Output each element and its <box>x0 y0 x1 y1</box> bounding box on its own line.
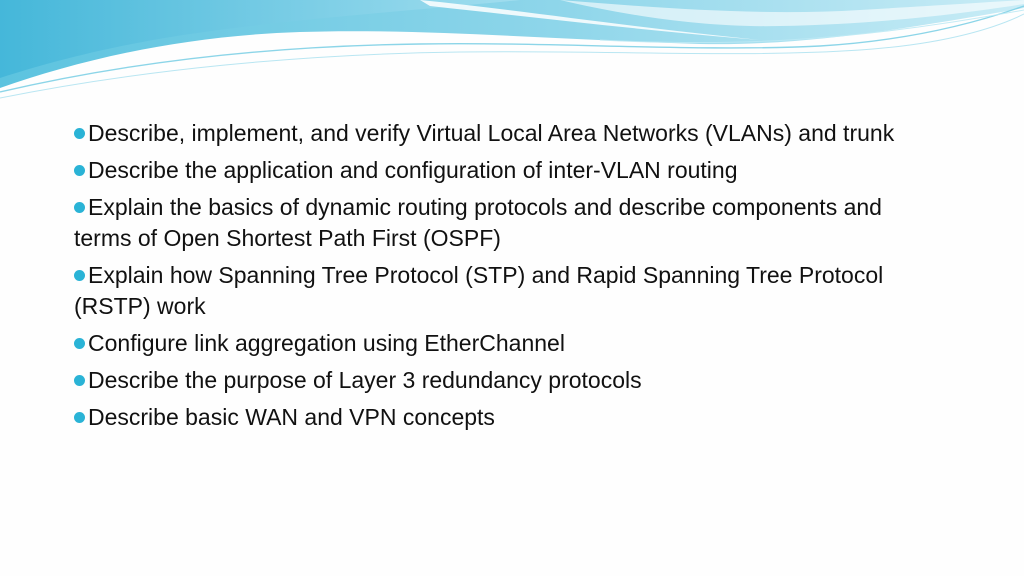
list-item: Explain how Spanning Tree Protocol (STP)… <box>74 260 944 322</box>
bullet-text: Explain the basics of dynamic routing pr… <box>74 194 882 251</box>
bullet-list: Describe, implement, and verify Virtual … <box>74 118 944 439</box>
list-item: Describe the application and configurati… <box>74 155 944 186</box>
bullet-text: Describe, implement, and verify Virtual … <box>88 120 895 146</box>
list-item: Describe, implement, and verify Virtual … <box>74 118 944 149</box>
list-item: Describe basic WAN and VPN concepts <box>74 402 944 433</box>
list-item: Configure link aggregation using EtherCh… <box>74 328 944 359</box>
list-item: Describe the purpose of Layer 3 redundan… <box>74 365 944 396</box>
header-wave-decoration <box>0 0 1024 99</box>
round-bullet-icon <box>74 375 85 386</box>
round-bullet-icon <box>74 128 85 139</box>
bullet-text: Explain how Spanning Tree Protocol (STP)… <box>74 262 884 319</box>
bullet-text: Describe the purpose of Layer 3 redundan… <box>88 367 642 393</box>
list-item: Explain the basics of dynamic routing pr… <box>74 192 944 254</box>
round-bullet-icon <box>74 270 85 281</box>
round-bullet-icon <box>74 202 85 213</box>
round-bullet-icon <box>74 165 85 176</box>
round-bullet-icon <box>74 338 85 349</box>
round-bullet-icon <box>74 412 85 423</box>
bullet-text: Describe the application and configurati… <box>88 157 738 183</box>
bullet-text: Describe basic WAN and VPN concepts <box>88 404 495 430</box>
bullet-text: Configure link aggregation using EtherCh… <box>88 330 565 356</box>
